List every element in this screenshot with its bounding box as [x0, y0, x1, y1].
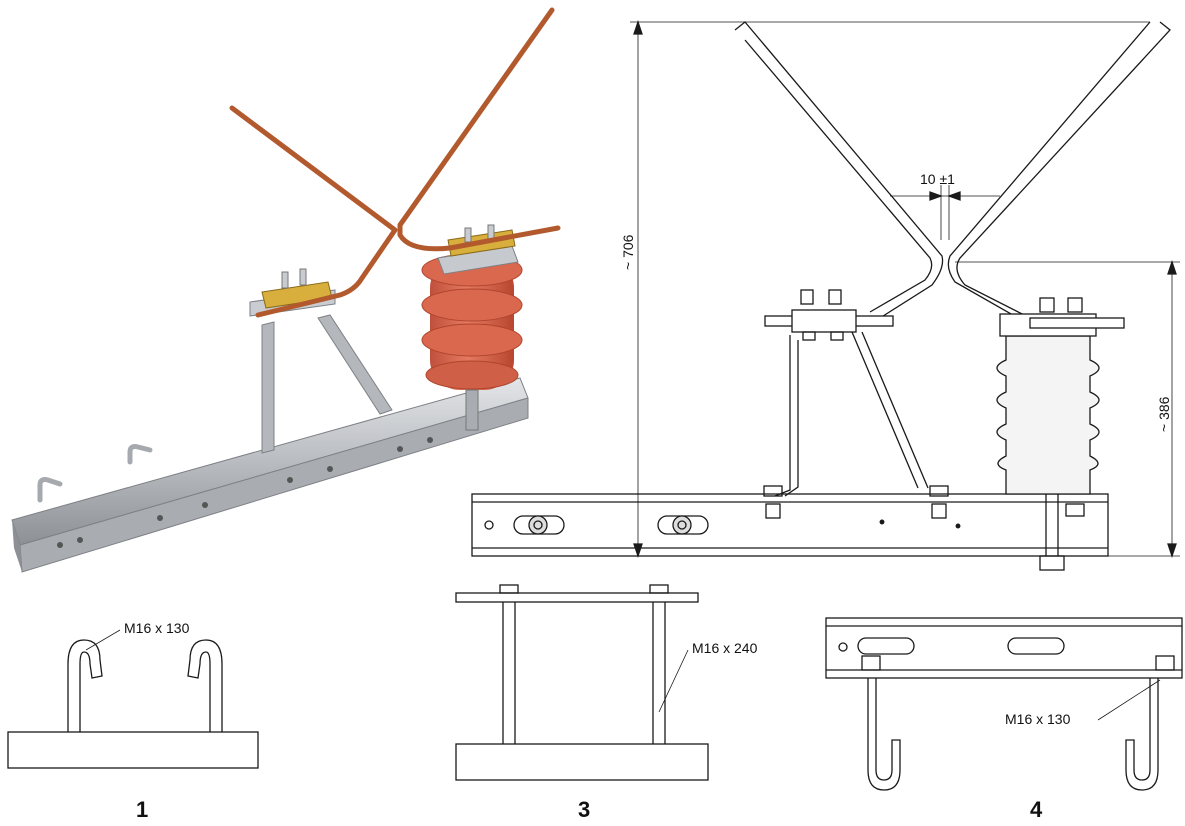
callout-bolt-fig4: M16 x 130 — [1005, 711, 1071, 727]
dim-total-height: ~ 706 — [620, 234, 636, 270]
fig3-drawing — [455, 584, 709, 781]
copper-arm-left-3d — [229, 105, 398, 318]
callout-bolt-fig3: M16 x 240 — [692, 640, 758, 656]
insulator-3d — [421, 253, 523, 431]
main-view — [471, 19, 1180, 571]
fig1-drawing — [7, 629, 259, 769]
render-3d — [11, 7, 561, 573]
fig4-drawing — [825, 617, 1183, 791]
rail-3d — [11, 377, 529, 573]
dim-insulator-height: ~ 386 — [1156, 396, 1172, 432]
callout-bolt-fig1: M16 x 130 — [124, 620, 190, 636]
figure-number-3: 3 — [578, 797, 591, 822]
j-hooks-3d — [37, 444, 153, 503]
dim-gap: 10 ±1 — [920, 171, 955, 187]
figure-number-4: 4 — [1030, 797, 1043, 822]
copper-arm-right-3d — [397, 7, 561, 252]
figure-number-1: 1 — [136, 797, 149, 822]
